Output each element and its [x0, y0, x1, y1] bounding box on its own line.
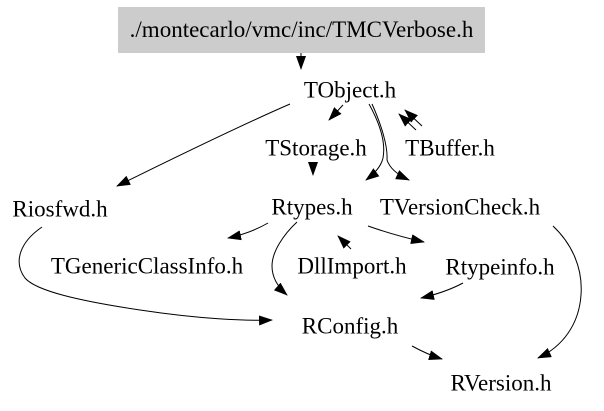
node-dllimport[interactable]: DllImport.h — [297, 253, 407, 279]
node-tbuffer[interactable]: TBuffer.h — [405, 135, 495, 161]
edge-dllimport-rtypes — [337, 235, 352, 250]
edge-tbuffer-tobject-b — [404, 109, 423, 127]
node-rversion[interactable]: RVersion.h — [450, 370, 552, 396]
edge-riosfwd-rconfig — [18, 226, 273, 326]
edge-rtypes-rconfig — [271, 221, 298, 296]
edge-tobject-rtypes — [365, 103, 385, 181]
node-tobject[interactable]: TObject.h — [303, 77, 397, 103]
edge-tobject-tstorage — [328, 104, 344, 121]
edge-tversioncheck-rversion — [537, 225, 582, 359]
node-tstorage[interactable]: TStorage.h — [265, 135, 367, 161]
edge-rtypeinfo-rconfig — [420, 282, 464, 300]
node-rtypeinfo[interactable]: Rtypeinfo.h — [445, 254, 555, 280]
edge-rtypes-rtypeinfo — [367, 225, 425, 245]
node-rconfig[interactable]: RConfig.h — [301, 313, 399, 339]
edge-rtypes-tgenericclassinfo — [227, 222, 269, 241]
edge-rconfig-rversion — [411, 345, 443, 361]
edge-tobject-riosfwd — [116, 103, 291, 187]
node-riosfwd[interactable]: Riosfwd.h — [12, 196, 108, 222]
node-tmcverbose-label: ./montecarlo/vmc/inc/TMCVerbose.h — [129, 17, 474, 42]
node-tversioncheck[interactable]: TVersionCheck.h — [379, 194, 541, 220]
edge-tbuffer-tobject-a — [398, 113, 417, 131]
edge-tobject-tversioncheck — [371, 103, 410, 181]
node-tgenericclassinfo[interactable]: TGenericClassInfo.h — [50, 253, 244, 279]
node-rtypes[interactable]: Rtypes.h — [271, 194, 353, 220]
node-tmcverbose: ./montecarlo/vmc/inc/TMCVerbose.h — [118, 7, 485, 53]
